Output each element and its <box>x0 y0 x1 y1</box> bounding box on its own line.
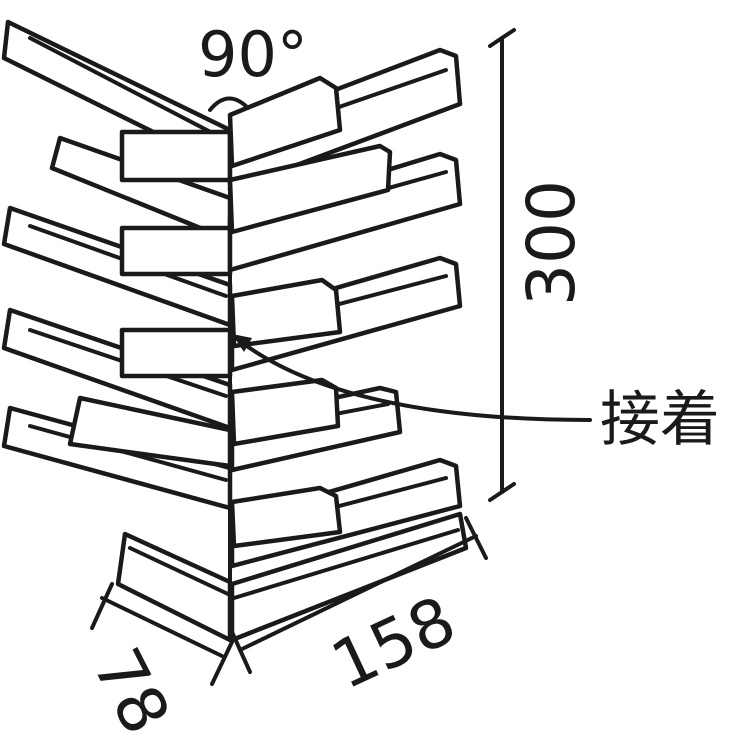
height-dimension-label: 300 <box>513 180 590 306</box>
joint-callout-label: 接着 <box>600 385 720 455</box>
left-offset-block-2 <box>119 225 233 277</box>
angle-label: 90° <box>198 18 308 91</box>
leader-arrowhead <box>232 334 252 352</box>
left-face <box>1 19 233 643</box>
height-dimension <box>488 28 516 502</box>
joint-leader <box>232 334 592 422</box>
short-side-dimension <box>90 582 234 686</box>
right-offset-block-3 <box>229 277 343 349</box>
long-side-dimension <box>230 516 488 674</box>
right-face <box>227 47 469 643</box>
right-offset-block-5 <box>229 485 343 549</box>
right-offset-block-4 <box>229 377 341 447</box>
left-offset-block-3 <box>119 327 233 379</box>
corner-cap <box>208 96 250 112</box>
short-side-dimension-label: 78 <box>78 636 185 736</box>
left-offset-block-1 <box>119 129 233 183</box>
